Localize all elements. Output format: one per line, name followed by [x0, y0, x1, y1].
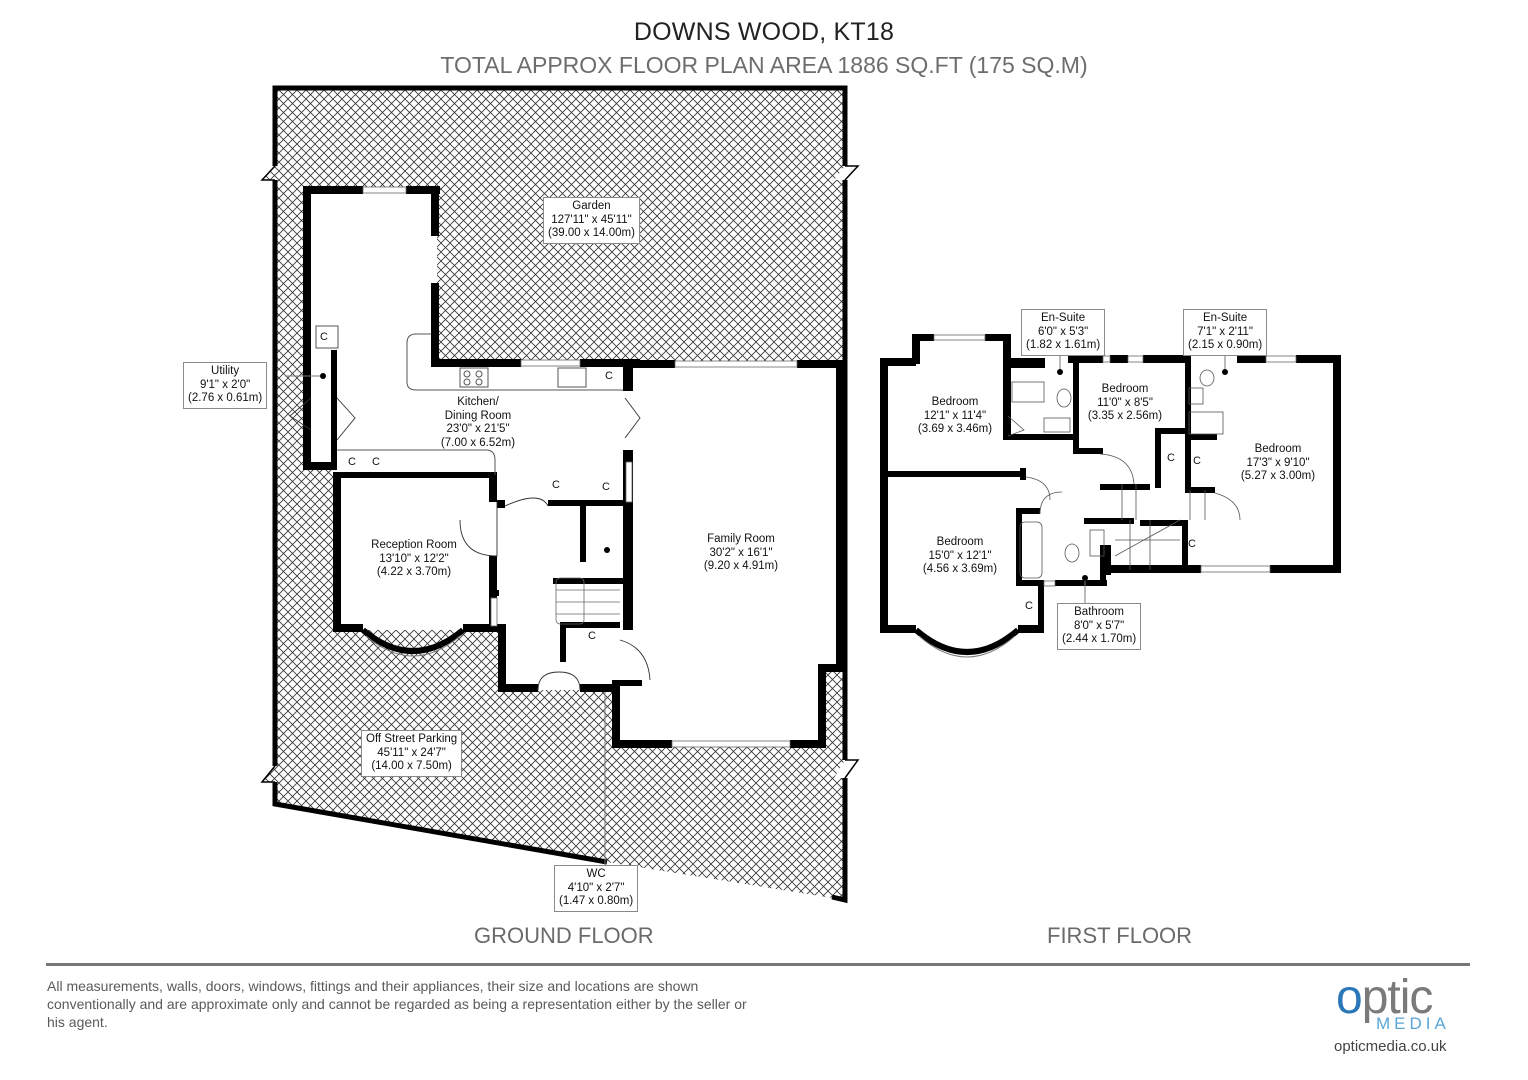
room-size-metric: (3.35 x 2.56m) — [1087, 410, 1163, 422]
kitchen-worktops — [315, 325, 623, 475]
room-size-imperial: 12'1" x 11'4" — [923, 409, 987, 422]
room-size-imperial: 8'0" x 5'7" — [1073, 619, 1125, 632]
room-name: Bedroom — [1101, 383, 1149, 395]
room-size-metric: (2.44 x 1.70m) — [1062, 633, 1137, 645]
room-size-metric: (2.15 x 0.90m) — [1188, 339, 1263, 351]
logo-url: opticmedia.co.uk — [1334, 1038, 1447, 1055]
room-name: Bedroom — [931, 396, 979, 408]
ground-floor-walls — [303, 186, 844, 748]
room-label-family-room: Family Room 30'2" x 16'1" (9.20 x 4.91m) — [686, 533, 796, 574]
room-size-imperial: 13'10" x 12'2" — [379, 552, 449, 565]
cupboard-marker: C — [1188, 538, 1196, 550]
room-label-bathroom: Bathroom 8'0" x 5'7" (2.44 x 1.70m) — [1057, 603, 1142, 650]
cupboard-marker: C — [602, 481, 610, 493]
room-size-metric: (3.69 x 3.46m) — [917, 423, 993, 435]
room-label-bedroom-1: Bedroom 12'1" x 11'4" (3.69 x 3.46m) — [912, 396, 998, 437]
room-size-imperial: 23'0" x 21'5" — [446, 423, 510, 435]
first-floor-fixtures — [1007, 369, 1241, 579]
room-size-metric: (1.47 x 0.80m) — [559, 895, 634, 907]
logo-ptic-letters: ptic — [1361, 971, 1434, 1024]
first-floor-walls — [880, 334, 1341, 633]
room-name: WC — [586, 868, 606, 880]
room-size-metric: (9.20 x 4.91m) — [703, 560, 779, 572]
room-name: Reception Room — [371, 539, 457, 551]
room-size-metric: (39.00 x 14.00m) — [548, 227, 635, 239]
room-name: Bathroom — [1074, 606, 1124, 618]
room-size-metric: (4.56 x 3.69m) — [922, 563, 998, 575]
room-name: Bedroom — [1254, 443, 1302, 455]
first-floor-windows — [933, 334, 1297, 587]
ground-floor-label: GROUND FLOOR — [474, 923, 654, 948]
cupboard-marker: C — [348, 456, 356, 468]
room-label-ensuite-1: En-Suite 6'0" x 5'3" (1.82 x 1.61m) — [1021, 309, 1106, 356]
logo-wordmark: optic — [1336, 970, 1434, 1025]
room-label-parking: Off Street Parking 45'11" x 24'7" (14.00… — [361, 730, 463, 777]
room-size-metric: (5.27 x 3.00m) — [1240, 470, 1316, 482]
room-size-imperial: 4'10" x 2'7" — [567, 881, 625, 894]
cupboard-marker: C — [320, 331, 328, 343]
first-floor-label: FIRST FLOOR — [1047, 923, 1193, 948]
room-size-imperial: 9'1" x 2'0" — [199, 378, 251, 391]
optic-media-logo: optic MEDIA opticmedia.co.uk — [1334, 971, 1474, 1058]
cupboard-marker: C — [588, 630, 596, 642]
logo-o-letter: o — [1336, 971, 1363, 1024]
cupboard-marker: C — [1193, 455, 1201, 467]
room-label-bedroom-2: Bedroom 11'0" x 8'5" (3.35 x 2.56m) — [1085, 383, 1165, 424]
cupboard-marker: C — [1025, 600, 1033, 612]
cupboard-marker: C — [372, 456, 380, 468]
ground-floor-exterior — [260, 85, 860, 904]
cupboard-marker: C — [605, 370, 613, 382]
room-label-kitchen: Kitchen/ Dining Room 23'0" x 21'5" (7.00… — [418, 396, 538, 450]
room-label-ensuite-2: En-Suite 7'1" x 2'11" (2.15 x 0.90m) — [1183, 309, 1268, 356]
reception-bay-window — [361, 627, 465, 654]
room-size-imperial: 30'2" x 16'1" — [709, 546, 773, 559]
room-label-bedroom-3: Bedroom 17'3" x 9'10" (5.27 x 3.00m) — [1235, 443, 1321, 484]
room-name: Bedroom — [936, 536, 984, 548]
room-label-utility: Utility 9'1" x 2'0" (2.76 x 0.61m) — [183, 362, 268, 409]
room-size-imperial: 15'0" x 12'1" — [928, 549, 992, 562]
room-label-wc: WC 4'10" x 2'7" (1.47 x 0.80m) — [554, 865, 639, 912]
room-name: Kitchen/ — [457, 396, 499, 408]
room-label-garden: Garden 127'11" x 45'11" (39.00 x 14.00m) — [543, 197, 640, 244]
room-size-metric: (7.00 x 6.52m) — [440, 436, 516, 449]
room-size-imperial: 7'1" x 2'11" — [1197, 325, 1253, 338]
total-area-subtitle: TOTAL APPROX FLOOR PLAN AREA 1886 SQ.FT … — [440, 52, 1088, 78]
room-size-imperial: 6'0" x 5'3" — [1037, 325, 1089, 338]
room-size-metric: (14.00 x 7.50m) — [371, 760, 452, 772]
room-label-bedroom-4: Bedroom 15'0" x 12'1" (4.56 x 3.69m) — [917, 536, 1003, 577]
footer-divider — [46, 963, 1470, 966]
room-name: Garden — [572, 200, 611, 212]
property-title: DOWNS WOOD, KT18 — [633, 18, 895, 46]
logo-media-text: MEDIA — [1376, 1014, 1450, 1033]
room-size-imperial: 127'11" x 45'11" — [551, 213, 632, 226]
room-size-imperial: 11'0" x 8'5" — [1097, 396, 1153, 409]
cupboard-marker: C — [1167, 452, 1175, 464]
room-label-reception: Reception Room 13'10" x 12'2" (4.22 x 3.… — [352, 539, 476, 580]
room-size-imperial: 17'3" x 9'10" — [1246, 456, 1310, 469]
bedroom-bay-window — [914, 627, 1020, 655]
room-name: En-Suite — [1203, 312, 1248, 324]
room-size-imperial: 45'11" x 24'7" — [377, 746, 446, 759]
room-name-line2: Dining Room — [444, 409, 512, 422]
room-size-metric: (2.76 x 0.61m) — [188, 392, 263, 404]
room-size-metric: (4.22 x 3.70m) — [376, 566, 452, 578]
cupboard-marker: C — [552, 479, 560, 491]
room-name: Family Room — [707, 533, 775, 545]
ground-floor-windows — [362, 186, 798, 748]
room-name: Off Street Parking — [366, 733, 458, 745]
room-name: En-Suite — [1041, 312, 1086, 324]
ground-floor-stairs — [555, 577, 620, 625]
room-size-metric: (1.82 x 1.61m) — [1026, 339, 1101, 351]
ground-floor-doors — [289, 397, 651, 691]
room-name: Utility — [211, 365, 240, 377]
disclaimer-text: All measurements, walls, doors, windows,… — [47, 978, 747, 1030]
